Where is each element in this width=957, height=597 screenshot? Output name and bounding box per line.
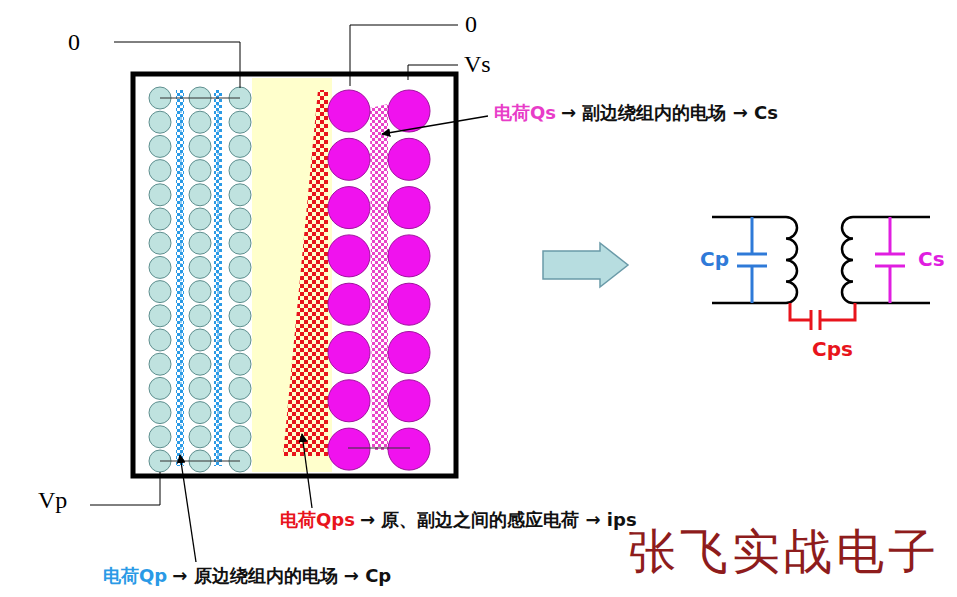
terminal-label: 0 xyxy=(68,29,80,57)
pointer-arrow xyxy=(302,434,312,508)
charge-label: 电荷Qp xyxy=(103,566,167,587)
pointer-arrow xyxy=(382,116,488,134)
insulation-band xyxy=(252,78,332,472)
charge-label: 电荷Qps xyxy=(280,510,355,531)
capacitor-label: Cs xyxy=(918,248,945,271)
primary-winding xyxy=(149,87,251,472)
terminal-label: Vp xyxy=(38,487,67,515)
equivalent-circuit xyxy=(712,217,930,330)
field-line xyxy=(218,95,219,465)
charge-label: 电荷Qs xyxy=(494,103,556,124)
annotation-text: → 原边绕组内的电场 → Cp xyxy=(172,566,391,587)
charge-qp-region xyxy=(176,90,184,466)
terminal-label: 0 xyxy=(465,11,477,39)
annotation-text: → 副边绕组内的电场 → Cs xyxy=(561,103,778,124)
charge-qs-region xyxy=(370,104,388,450)
capacitor-label: Cp xyxy=(700,248,729,271)
secondary-winding xyxy=(328,90,430,470)
pointer-arrow xyxy=(180,455,196,562)
annotation-text: → 原、副边之间的感应电荷 → ips xyxy=(360,510,637,531)
leader-line xyxy=(408,65,458,80)
winding-link xyxy=(348,448,410,449)
winding-link xyxy=(160,98,240,99)
block-arrow xyxy=(543,243,628,287)
charge-qps-region xyxy=(283,90,328,456)
leader-line xyxy=(114,42,240,88)
watermark: 张飞实战电子 xyxy=(628,524,940,579)
capacitor-label: Cps xyxy=(812,338,853,361)
leader-line xyxy=(350,25,458,86)
winding-link xyxy=(160,461,240,462)
charge-qp-region xyxy=(214,90,222,466)
field-line xyxy=(181,95,182,465)
transformer-housing xyxy=(133,74,456,476)
leader-line xyxy=(90,472,160,505)
terminal-label: Vs xyxy=(464,51,491,79)
